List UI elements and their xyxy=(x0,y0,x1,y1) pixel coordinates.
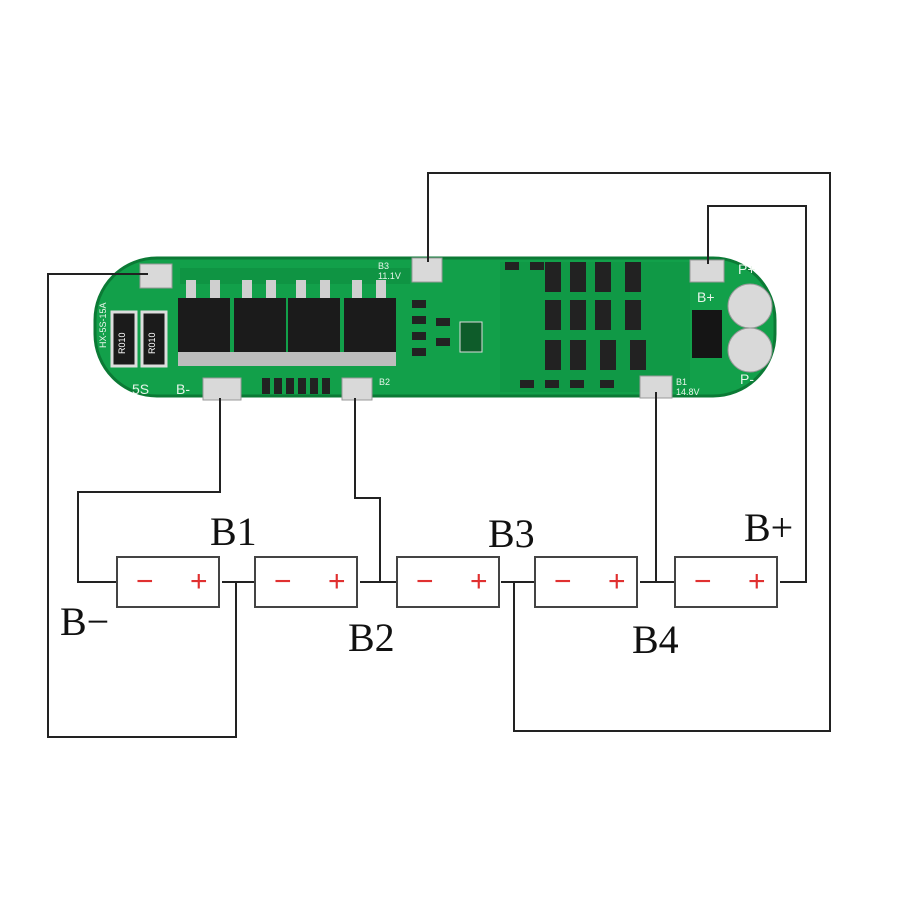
cell-4-positive: + xyxy=(608,565,626,598)
pcb-b1-text: B1 xyxy=(676,377,688,387)
mosfet-tabs xyxy=(178,352,396,366)
label-b1: B1 xyxy=(210,509,257,554)
pcb-label-pminus: P- xyxy=(740,371,754,387)
pcb-model-text: HX-5S-15A xyxy=(98,302,108,348)
label-b3: B3 xyxy=(488,511,535,556)
battery-cell-3: − + xyxy=(396,556,500,608)
pcb-label-bminus: B- xyxy=(176,381,190,397)
cell-1-negative: − xyxy=(136,565,154,598)
label-bminus: B− xyxy=(60,599,110,644)
label-bplus: B+ xyxy=(744,505,794,550)
wire-bminus xyxy=(77,398,221,583)
cell-5-negative: − xyxy=(694,565,712,598)
pcb-b3-voltage: 11.1V xyxy=(378,271,401,281)
pcb-label-pplus: P+ xyxy=(738,261,756,277)
wire-b3 xyxy=(427,172,831,732)
cell-1-positive: + xyxy=(190,565,208,598)
pcb-label-bplus: B+ xyxy=(697,289,715,305)
pad-top-left xyxy=(139,263,173,289)
cell-2-positive: + xyxy=(328,565,346,598)
cell-5-positive: + xyxy=(748,565,766,598)
bms-board xyxy=(93,256,777,401)
battery-cell-1: − + xyxy=(116,556,220,608)
pad-bminus xyxy=(202,377,242,401)
pcb-b3-text: B3 xyxy=(378,261,390,271)
battery-cell-2: − + xyxy=(254,556,358,608)
battery-cell-5: − + xyxy=(674,556,778,608)
pcb-resistor-1-label: R010 xyxy=(117,332,127,354)
wire-bplus xyxy=(707,205,807,583)
pad-b2 xyxy=(341,377,373,401)
sense-resistor-2 xyxy=(140,310,168,368)
battery-cell-4: − + xyxy=(534,556,638,608)
wire-top-left xyxy=(47,273,237,738)
wire-b2 xyxy=(354,398,381,582)
pcb-b2-text: B2 xyxy=(379,377,391,387)
label-b4: B4 xyxy=(632,617,679,662)
wires xyxy=(47,172,831,738)
cell-4-negative: − xyxy=(554,565,572,598)
pcb-b1-voltage: 14.8V xyxy=(676,387,700,397)
pad-pminus-round xyxy=(727,327,773,373)
pcb-label-5s: 5S xyxy=(132,381,150,397)
cell-3-negative: − xyxy=(416,565,434,598)
cell-3-positive: + xyxy=(470,565,488,598)
mosfet-group xyxy=(178,280,396,366)
small-components xyxy=(262,262,722,394)
label-b2: B2 xyxy=(348,615,395,660)
sense-resistor-1 xyxy=(110,310,138,368)
pad-pplus-round xyxy=(727,283,773,329)
cell-2-negative: − xyxy=(274,565,292,598)
pcb-resistor-2-label: R010 xyxy=(147,332,157,354)
